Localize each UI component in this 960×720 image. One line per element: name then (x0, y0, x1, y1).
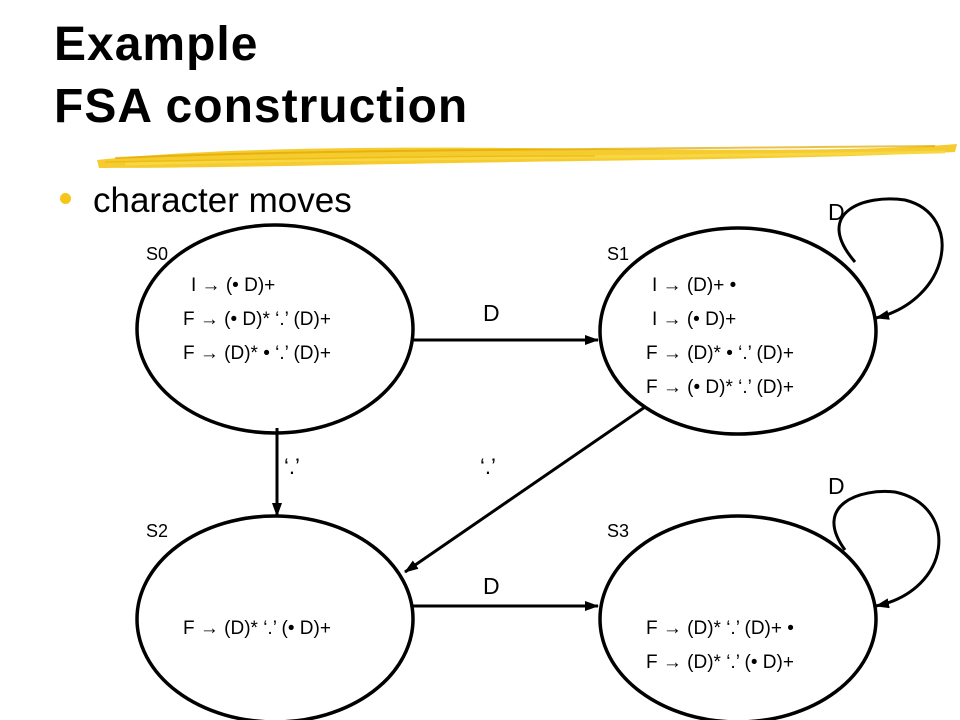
slide-title-line-1: Example (54, 18, 259, 71)
edge-s1-s2-label: ‘.’ (480, 454, 496, 479)
s0-item-3: F → (D)* • ‘.’ (D)+ (183, 343, 331, 364)
state-s0-label: S0 (146, 244, 168, 264)
highlighter-stroke (97, 144, 957, 168)
state-s1-node (598, 226, 878, 436)
s0-item-2: F → (• D)* ‘.’ (D)+ (183, 309, 331, 330)
edge-s3-self-loop-label: D (828, 473, 845, 499)
s1-item-4: F → (• D)* ‘.’ (D)+ (646, 377, 794, 398)
edge-s3-self-loop (832, 489, 941, 609)
s1-item-3: F → (D)* • ‘.’ (D)+ (646, 343, 794, 364)
s1-item-2: I → (• D)+ (652, 309, 736, 330)
state-s0-node (135, 223, 415, 435)
bullet-dot-icon (60, 192, 71, 204)
state-s1-label: S1 (607, 244, 629, 264)
edge-s1-self-loop-label: D (828, 199, 845, 225)
edge-s1-self-loop (837, 197, 944, 320)
s1-item-1: I → (D)+ • (652, 275, 736, 296)
bullet-text: character moves (93, 181, 352, 220)
edge-s1-s2 (404, 405, 646, 574)
bullet-item: character moves (60, 176, 352, 226)
edge-s0-s1-label: D (483, 300, 500, 326)
edge-s2-s3-label: D (483, 573, 500, 599)
slide-title: Example FSA construction (54, 14, 468, 138)
state-s2-label: S2 (146, 521, 168, 541)
s3-item-2: F → (D)* ‘.’ (• D)+ (646, 652, 794, 673)
s0-item-1: I → (• D)+ (191, 275, 275, 296)
s2-item-1: F → (D)* ‘.’ (• D)+ (183, 618, 331, 639)
s3-item-1: F → (D)* ‘.’ (D)+ • (646, 618, 794, 639)
state-s3-label: S3 (607, 521, 629, 541)
state-s3-node (598, 514, 878, 720)
slide-title-line-2: FSA construction (54, 80, 469, 133)
edge-s0-s2-label: ‘.’ (284, 454, 300, 479)
